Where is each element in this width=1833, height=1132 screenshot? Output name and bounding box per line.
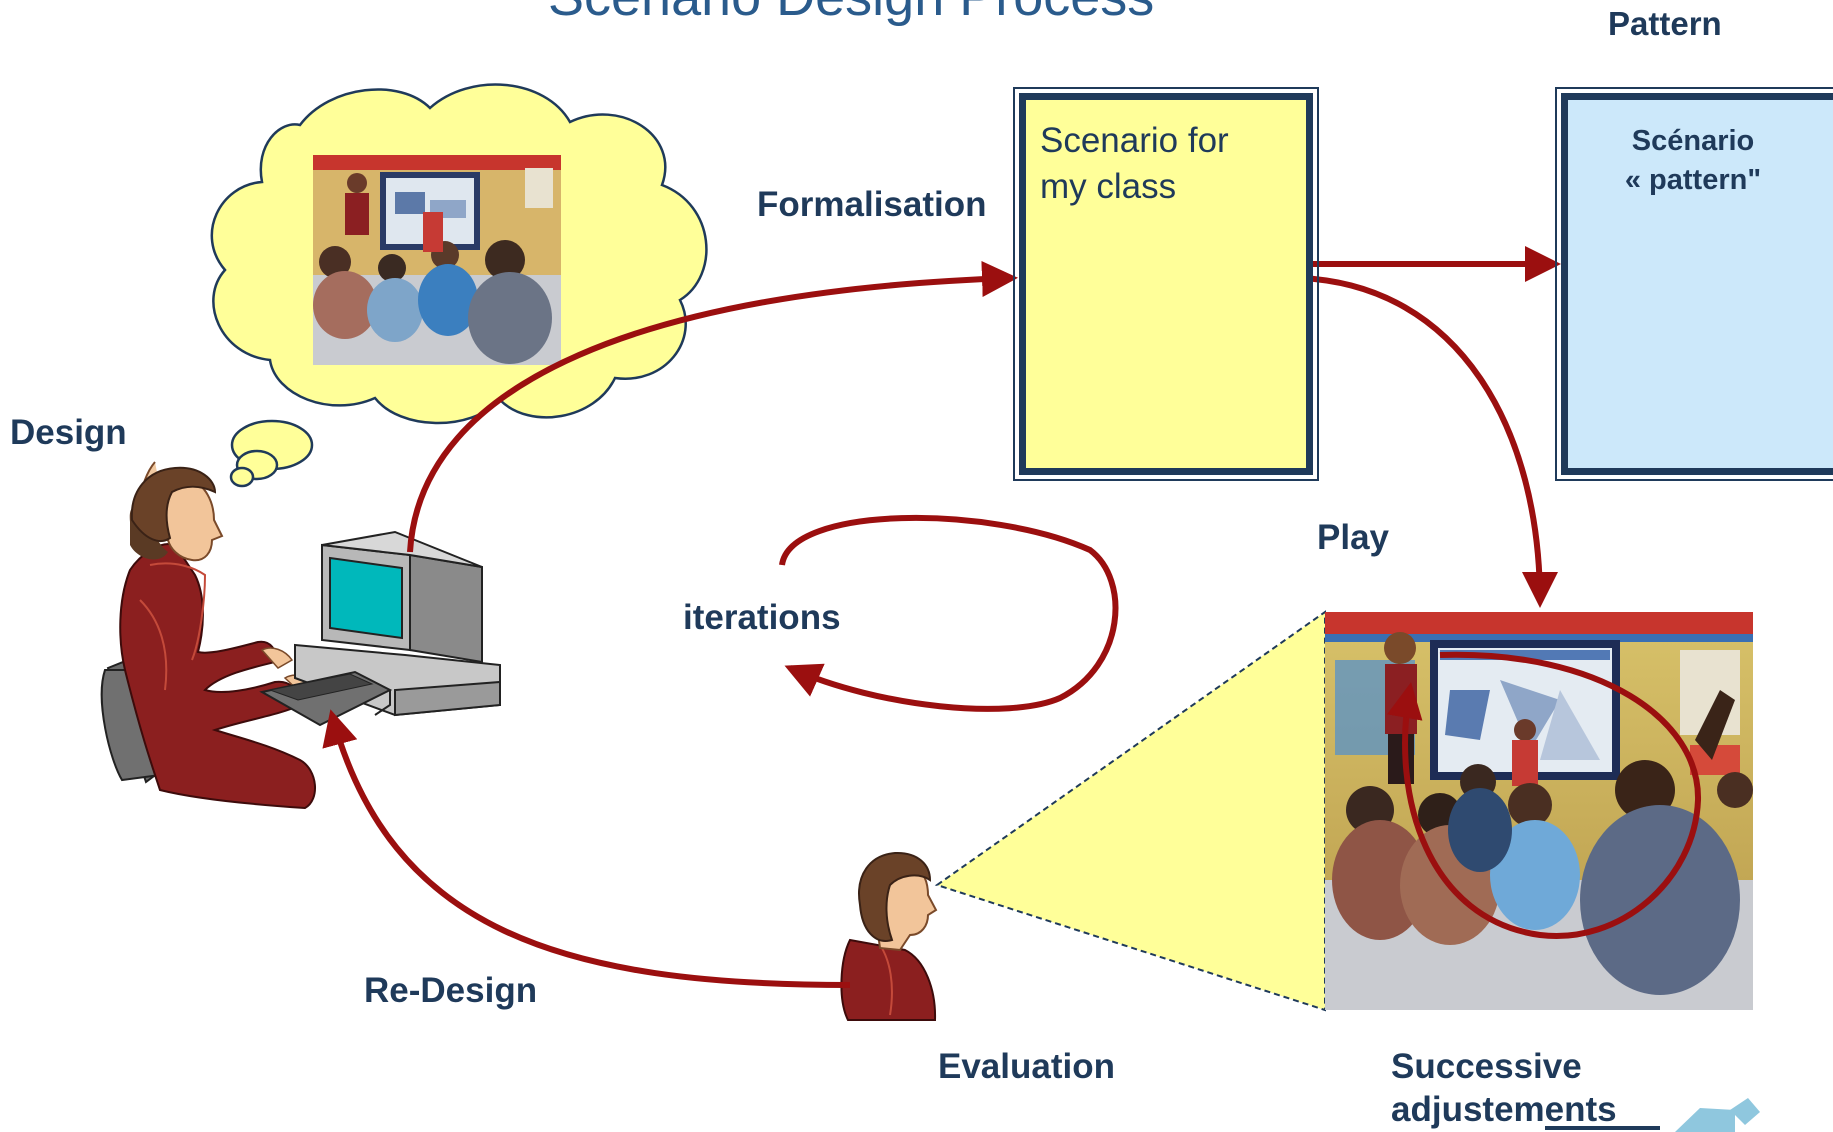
pattern-label: Pattern [1608,5,1722,42]
page-title: Scenario Design Process [548,0,1154,28]
evaluation-label: Evaluation [938,1047,1115,1086]
arrows [322,246,1702,988]
computer-figure [259,530,501,727]
classroom-photo-large [1325,612,1753,1010]
arrow-iterations-loop [779,514,1119,712]
design-label: Design [10,413,127,452]
adjustements-label: adjustements [1391,1090,1617,1129]
designer-at-computer-figure [100,461,320,810]
successive-label: Successive [1391,1047,1582,1086]
pattern-scenario-box: Scénario « pattern" [1555,87,1833,481]
play-label: Play [1317,518,1389,557]
class-scenario-box: Scenario for my class [1013,87,1319,481]
arrow-evaluation-to-redesign [322,709,851,988]
arrow-successive-adjustments-loop [1387,651,1702,939]
evaluator-figure [840,851,938,1021]
vision-cone [934,610,1326,1012]
redesign-label: Re-Design [364,971,538,1010]
class-scenario-text: Scenario for my class [1040,121,1229,206]
iterations-label: iterations [683,598,841,637]
arrow-design-to-formalisation [407,261,1018,553]
arrow-scenario-to-play [1299,275,1558,608]
classroom-photo-small [313,155,561,365]
logo-fragment [1545,1098,1760,1132]
pattern-scenario-text: Scénario « pattern" [1624,125,1762,196]
formalisation-label: Formalisation [757,185,987,224]
